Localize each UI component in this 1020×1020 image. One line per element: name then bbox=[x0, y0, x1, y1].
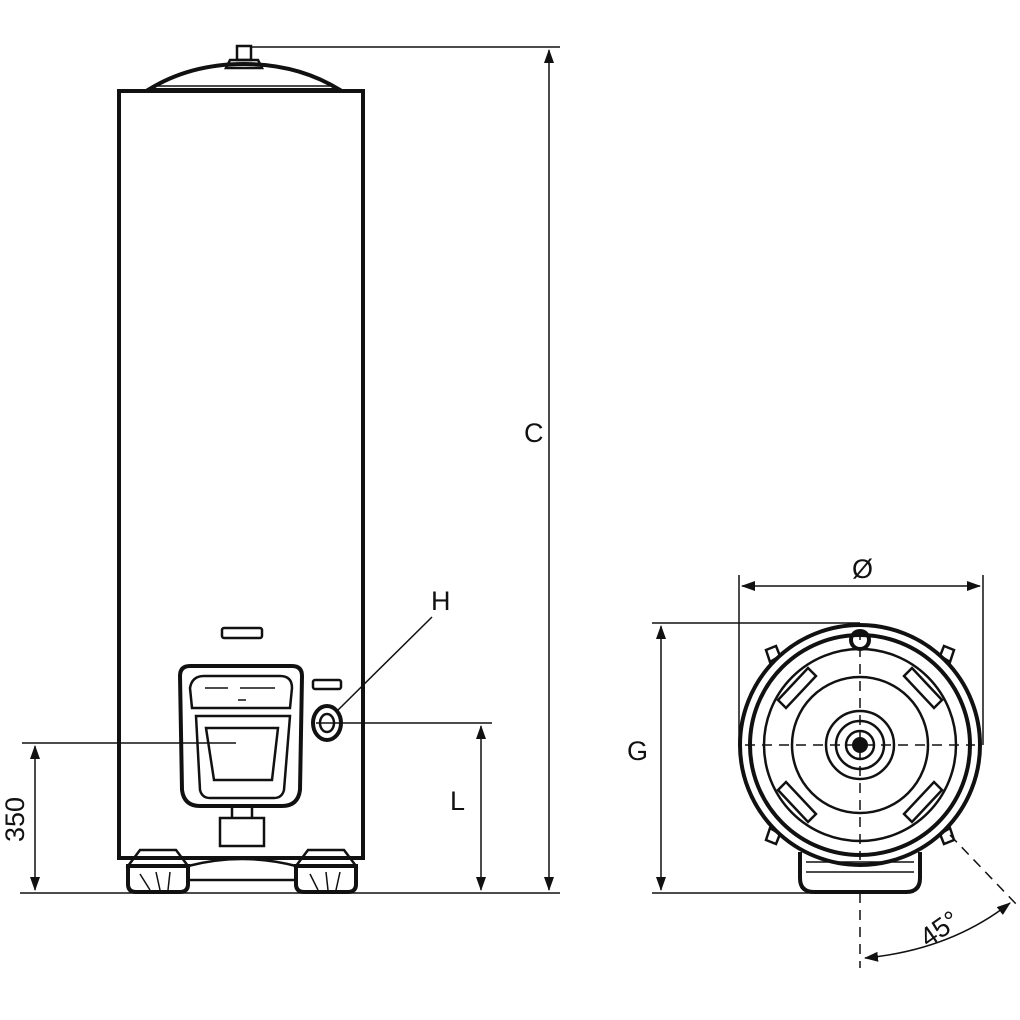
top-dome bbox=[141, 61, 347, 92]
leader-h bbox=[335, 616, 433, 713]
label-angle: 45° bbox=[914, 905, 965, 953]
label-h: H bbox=[431, 586, 451, 616]
label-g: G bbox=[627, 736, 648, 766]
label-c: C bbox=[524, 418, 544, 448]
top-view: Ø G 45° bbox=[627, 554, 1019, 968]
label-plate bbox=[220, 626, 264, 640]
mount-tabs bbox=[764, 644, 956, 846]
center-anode bbox=[852, 737, 868, 753]
control-bump bbox=[798, 852, 922, 894]
control-housing bbox=[177, 664, 305, 848]
label-350: 350 bbox=[0, 797, 30, 842]
front-view: C L H 350 bbox=[0, 44, 560, 894]
top-outlet-pipe bbox=[235, 44, 253, 62]
base-feet bbox=[125, 848, 359, 894]
inner-ring bbox=[790, 675, 930, 815]
side-plate bbox=[311, 678, 343, 691]
angle-ray-diagonal bbox=[949, 834, 1019, 907]
label-diameter: Ø bbox=[852, 554, 873, 584]
label-l: L bbox=[450, 786, 465, 816]
angle-arc bbox=[864, 902, 1011, 962]
outer-shell bbox=[738, 623, 982, 867]
slots bbox=[776, 666, 944, 824]
